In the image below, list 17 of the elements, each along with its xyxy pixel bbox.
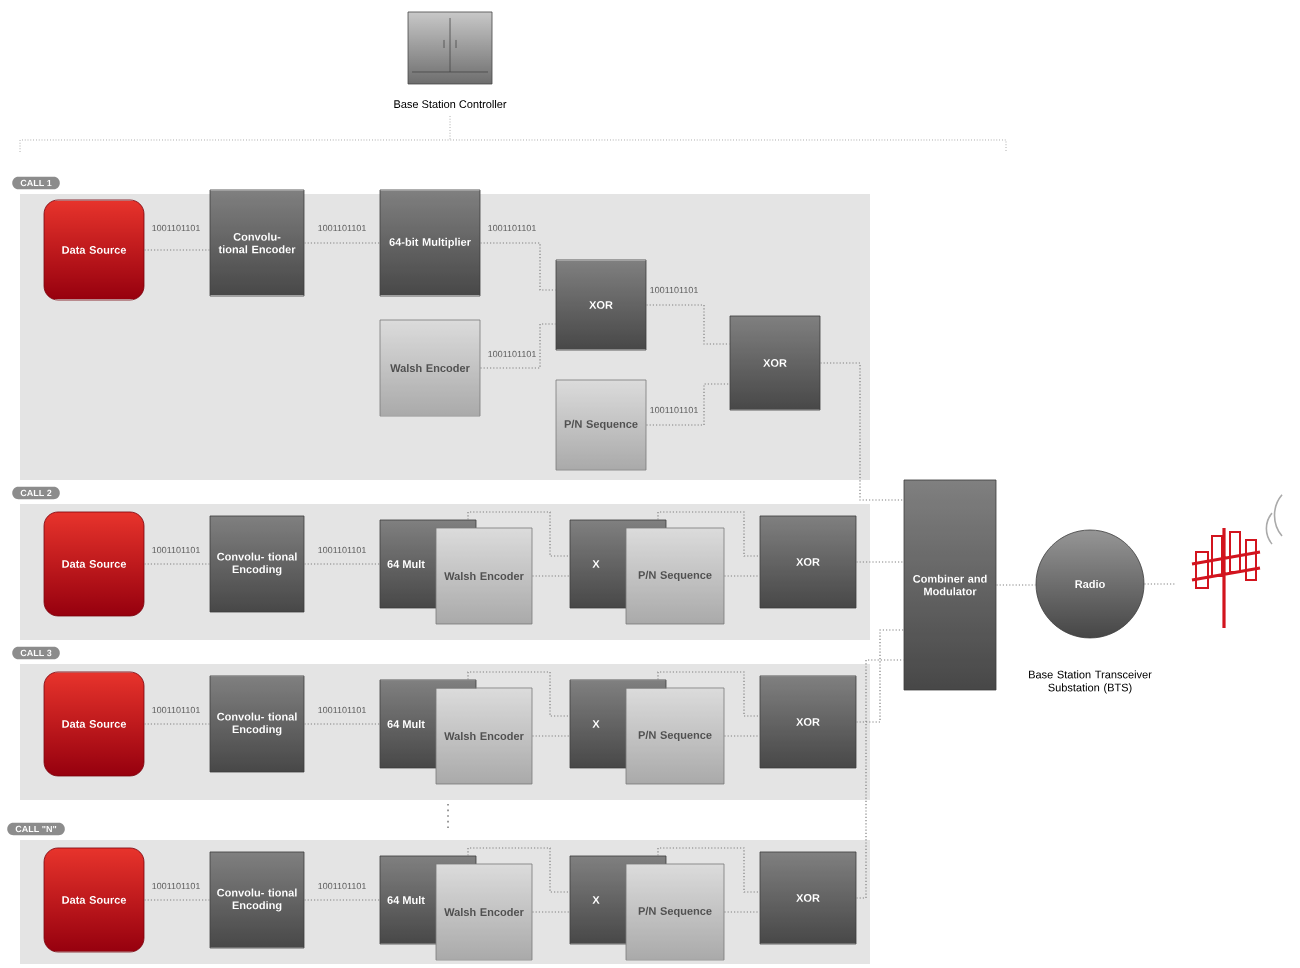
connector [995, 584, 1037, 586]
connector [479, 323, 557, 369]
connector [645, 383, 731, 426]
connector [855, 659, 905, 899]
connector [819, 362, 905, 501]
connector [467, 671, 571, 717]
connector [479, 242, 557, 291]
connector [645, 304, 731, 345]
connector [657, 847, 761, 893]
tower-drawing [1190, 494, 1283, 630]
connector [855, 561, 905, 563]
connector [467, 847, 571, 893]
connector [467, 511, 571, 557]
connector [657, 671, 761, 717]
connector [855, 629, 905, 723]
connector [657, 511, 761, 557]
connector [1143, 583, 1177, 585]
